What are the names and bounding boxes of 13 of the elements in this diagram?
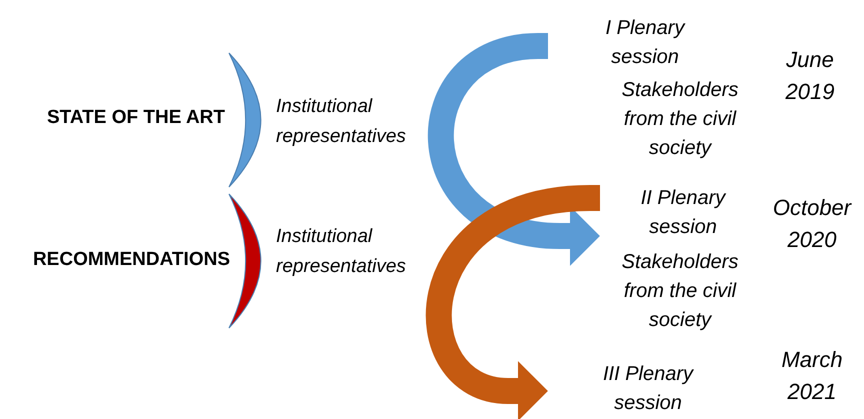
date-label: October 2020 (772, 194, 853, 254)
section-heading: RECOMMENDATIONS (32, 248, 230, 272)
participant-label: Institutional representatives (276, 225, 407, 279)
participant-label: Stakeholders from the civil society (620, 250, 740, 333)
session-label: III Plenary session (602, 362, 695, 416)
curved-arrow (426, 185, 603, 419)
participant-label: Stakeholders from the civil society (620, 78, 740, 161)
date-label: March 2021 (780, 346, 844, 406)
date-label: June 2019 (784, 46, 836, 106)
session-label: II Plenary session (640, 186, 727, 240)
session-label: I Plenary session (604, 16, 686, 70)
section-heading: STATE OF THE ART (46, 106, 225, 130)
participant-label: Institutional representatives (276, 95, 407, 149)
